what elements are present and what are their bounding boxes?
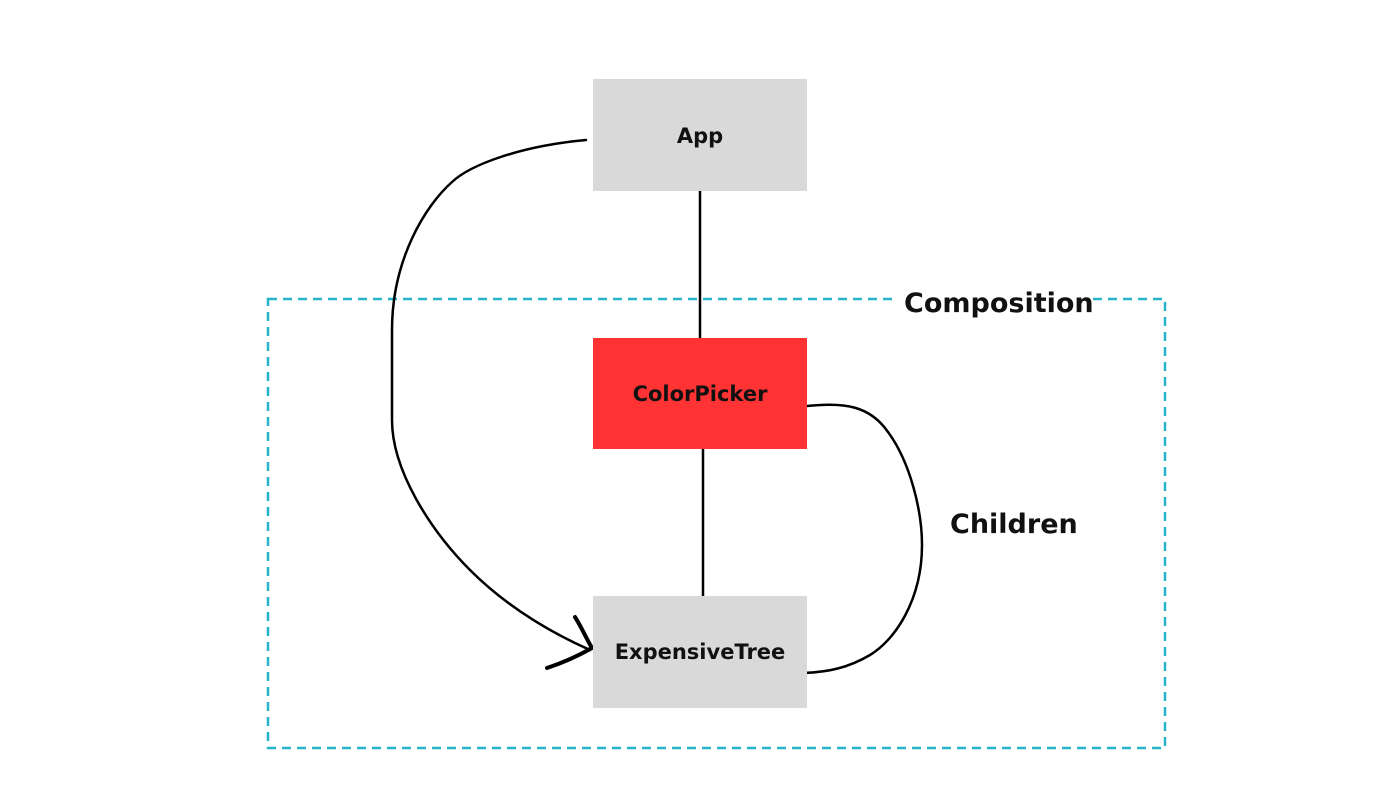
node-app: App	[593, 79, 807, 191]
node-app-box	[593, 79, 807, 191]
node-colorpicker: ColorPicker	[593, 338, 807, 449]
composition-region-border	[266, 297, 1167, 750]
node-expensivetree-label: ExpensiveTree	[615, 640, 786, 664]
node-expensivetree: ExpensiveTree	[593, 596, 807, 708]
arrowhead-icon	[545, 615, 594, 670]
node-colorpicker-label: ColorPicker	[633, 382, 769, 406]
composition-label: Composition	[904, 288, 1094, 319]
node-expensivetree-box	[593, 596, 807, 708]
app-to-expensivetree-curved-arrow	[390, 138, 592, 652]
node-colorpicker-box	[593, 338, 807, 449]
node-app-label: App	[677, 124, 723, 148]
children-label: Children	[950, 509, 1078, 540]
colorpicker-to-expensivetree-children-curve	[802, 403, 924, 675]
composition-label-background	[898, 284, 1090, 318]
